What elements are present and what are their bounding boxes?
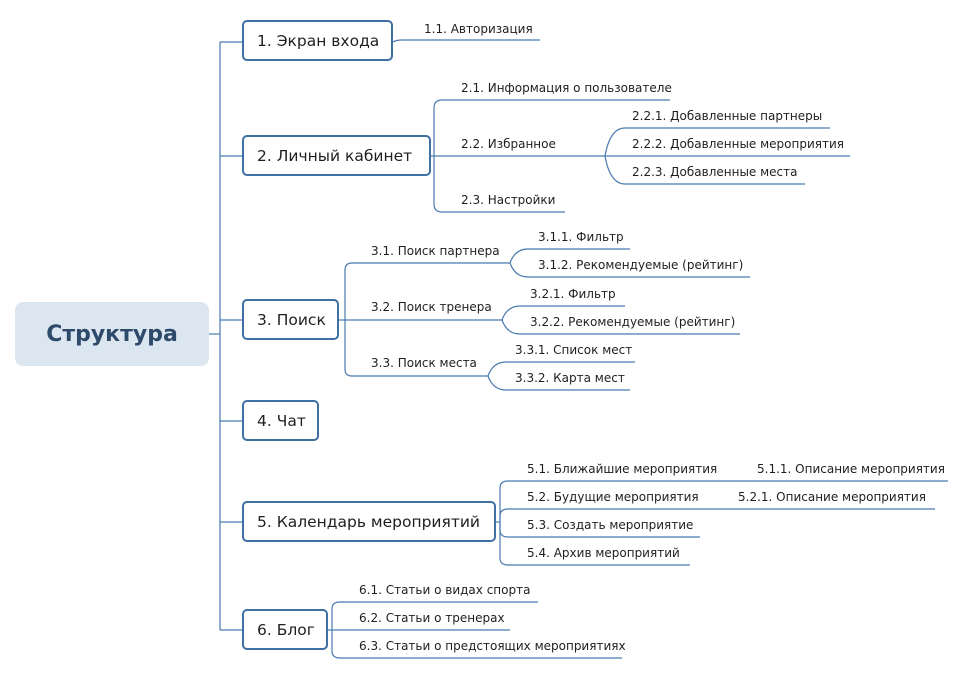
node-5-4: 5.4. Архив мероприятий — [527, 546, 680, 560]
branch-personal-account: 2. Личный кабинет — [242, 135, 431, 176]
node-2-2-3: 2.2.3. Добавленные места — [632, 165, 798, 179]
node-3-1-2: 3.1.2. Рекомендуемые (рейтинг) — [538, 258, 744, 272]
node-1-1: 1.1. Авторизация — [424, 22, 533, 36]
node-3-2-2: 3.2.2. Рекомендуемые (рейтинг) — [530, 315, 736, 329]
node-3-3-1: 3.3.1. Список мест — [515, 343, 633, 357]
node-5-1-1: 5.1.1. Описание мероприятия — [757, 462, 945, 476]
node-3-3-2: 3.3.2. Карта мест — [515, 371, 625, 385]
node-6-1: 6.1. Статьи о видах спорта — [359, 583, 531, 597]
node-6-3: 6.3. Статьи о предстоящих мероприятиях — [359, 639, 626, 653]
branch-chat: 4. Чат — [242, 400, 319, 441]
node-5-2: 5.2. Будущие мероприятия — [527, 490, 699, 504]
node-5-3: 5.3. Создать мероприятие — [527, 518, 694, 532]
node-2-2-1: 2.2.1. Добавленные партнеры — [632, 109, 823, 123]
branch-search: 3. Поиск — [242, 299, 339, 340]
node-2-3: 2.3. Настройки — [461, 193, 556, 207]
node-2-2: 2.2. Избранное — [461, 137, 556, 151]
node-3-1: 3.1. Поиск партнера — [371, 244, 500, 258]
node-3-2-1: 3.2.1. Фильтр — [530, 287, 616, 301]
branch-events-calendar: 5. Календарь мероприятий — [242, 501, 496, 542]
node-5-2-1: 5.2.1. Описание мероприятия — [738, 490, 926, 504]
node-5-1: 5.1. Ближайшие мероприятия — [527, 462, 718, 476]
root-node: Структура — [15, 302, 209, 366]
node-2-2-2: 2.2.2. Добавленные мероприятия — [632, 137, 845, 151]
node-3-1-1: 3.1.1. Фильтр — [538, 230, 624, 244]
node-6-2: 6.2. Статьи о тренерах — [359, 611, 505, 625]
node-3-2: 3.2. Поиск тренера — [371, 300, 492, 314]
branch-blog: 6. Блог — [242, 609, 328, 650]
node-3-3: 3.3. Поиск места — [371, 356, 477, 370]
node-2-1: 2.1. Информация о пользователе — [461, 81, 672, 95]
branch-login-screen: 1. Экран входа — [242, 20, 393, 61]
